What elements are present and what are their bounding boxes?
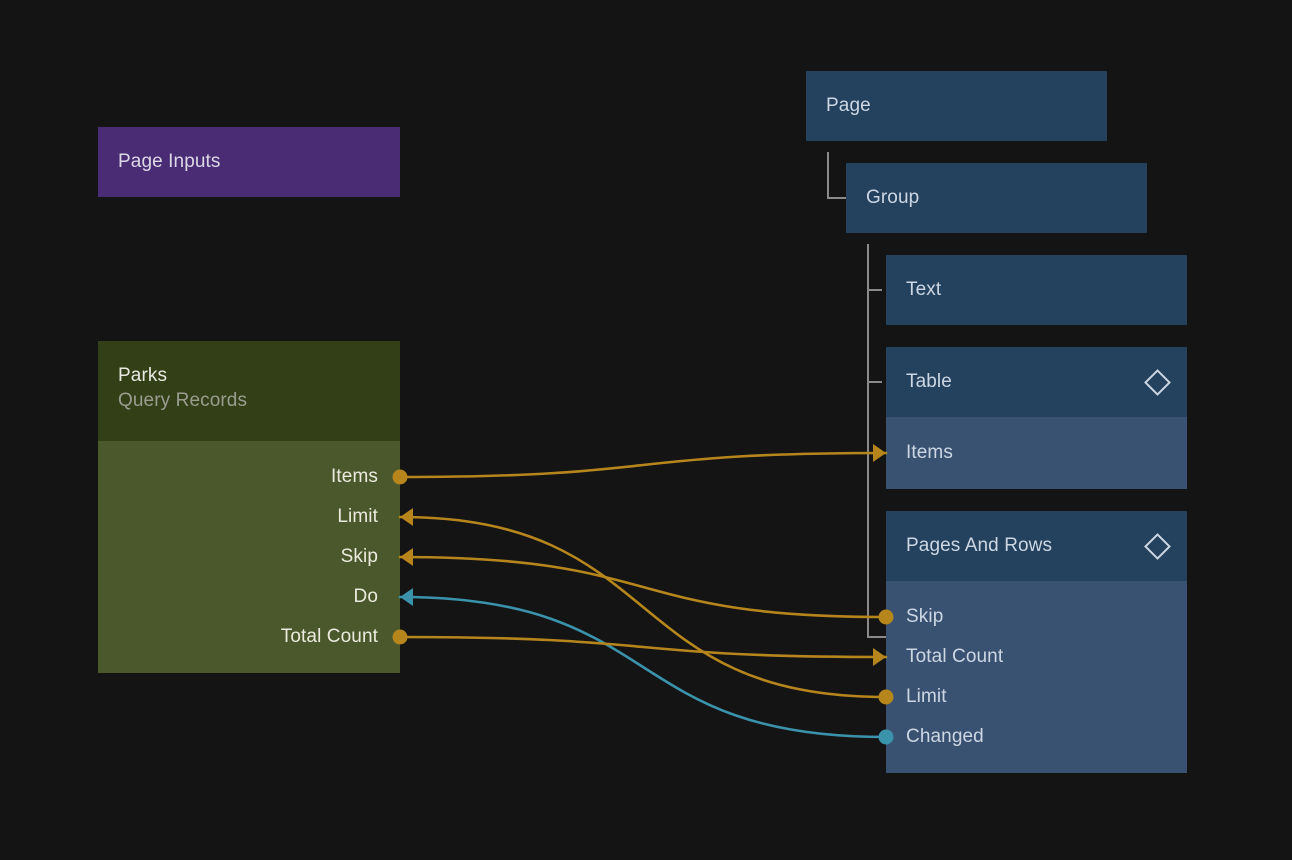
node-group[interactable]: Group xyxy=(846,163,1147,233)
node-table[interactable]: Table Items xyxy=(886,347,1187,489)
node-parks-body: Items Limit Skip Do Total Count xyxy=(98,441,400,673)
port-parks-do[interactable]: Do xyxy=(98,577,400,617)
port-pages-skip[interactable]: Skip xyxy=(886,597,1187,637)
node-parks[interactable]: Parks Query Records Items Limit Skip Do … xyxy=(98,341,400,673)
node-parks-header[interactable]: Parks Query Records xyxy=(98,341,400,441)
port-label: Total Count xyxy=(280,626,378,647)
node-page-title: Page xyxy=(826,95,871,116)
node-page-inputs[interactable]: Page Inputs xyxy=(98,127,400,197)
node-table-title: Table xyxy=(906,371,952,392)
port-parks-skip[interactable]: Skip xyxy=(98,537,400,577)
port-label: Items xyxy=(906,442,953,463)
wire-pages-skip-to-parks-skip[interactable] xyxy=(398,555,888,619)
node-pages-and-rows[interactable]: Pages And Rows Skip Total Count Limit Ch… xyxy=(886,511,1187,773)
node-table-header[interactable]: Table xyxy=(886,347,1187,417)
port-glyph-parks-skip[interactable] xyxy=(400,548,413,566)
port-parks-total-count[interactable]: Total Count xyxy=(98,617,400,657)
wire-parks-total-to-pages-total[interactable] xyxy=(398,635,888,659)
port-label: Skip xyxy=(906,606,944,627)
node-group-title: Group xyxy=(866,187,920,208)
port-label: Changed xyxy=(906,726,984,747)
diamond-icon[interactable] xyxy=(1144,532,1171,560)
node-page-inputs-header[interactable]: Page Inputs xyxy=(98,127,400,197)
port-parks-limit[interactable]: Limit xyxy=(98,497,400,537)
wire-pages-changed-to-parks-do[interactable] xyxy=(398,595,888,739)
node-text-title: Text xyxy=(906,279,942,300)
node-group-header[interactable]: Group xyxy=(846,163,1147,233)
node-table-body: Items xyxy=(886,417,1187,489)
node-pages-and-rows-title: Pages And Rows xyxy=(906,535,1053,556)
port-label: Limit xyxy=(337,506,378,527)
node-parks-subtitle: Query Records xyxy=(118,390,248,412)
port-glyph-table-items[interactable] xyxy=(873,444,886,462)
node-text[interactable]: Text xyxy=(886,255,1187,325)
node-text-header[interactable]: Text xyxy=(886,255,1187,325)
wire-parks-items-to-table-items[interactable] xyxy=(398,451,888,479)
port-label: Do xyxy=(353,586,378,607)
port-label: Total Count xyxy=(906,646,1004,667)
node-pages-and-rows-header[interactable]: Pages And Rows xyxy=(886,511,1187,581)
port-table-items[interactable]: Items xyxy=(886,433,1187,473)
node-pages-and-rows-body: Skip Total Count Limit Changed xyxy=(886,581,1187,773)
port-glyph-parks-limit[interactable] xyxy=(400,508,413,526)
node-page[interactable]: Page xyxy=(806,71,1107,141)
port-pages-limit[interactable]: Limit xyxy=(886,677,1187,717)
port-glyph-parks-do[interactable] xyxy=(400,588,413,606)
node-page-inputs-title: Page Inputs xyxy=(118,151,221,172)
port-label: Items xyxy=(331,466,378,487)
node-parks-title: Parks xyxy=(118,365,168,386)
port-label: Skip xyxy=(340,546,378,567)
port-pages-changed[interactable]: Changed xyxy=(886,717,1187,757)
node-page-header[interactable]: Page xyxy=(806,71,1107,141)
port-pages-total-count[interactable]: Total Count xyxy=(886,637,1187,677)
diamond-icon[interactable] xyxy=(1144,368,1171,396)
port-glyph-pages-and-rows-total-count[interactable] xyxy=(873,648,886,666)
port-label: Limit xyxy=(906,686,947,707)
port-parks-items[interactable]: Items xyxy=(98,457,400,497)
wire-pages-limit-to-parks-limit[interactable] xyxy=(398,515,888,699)
